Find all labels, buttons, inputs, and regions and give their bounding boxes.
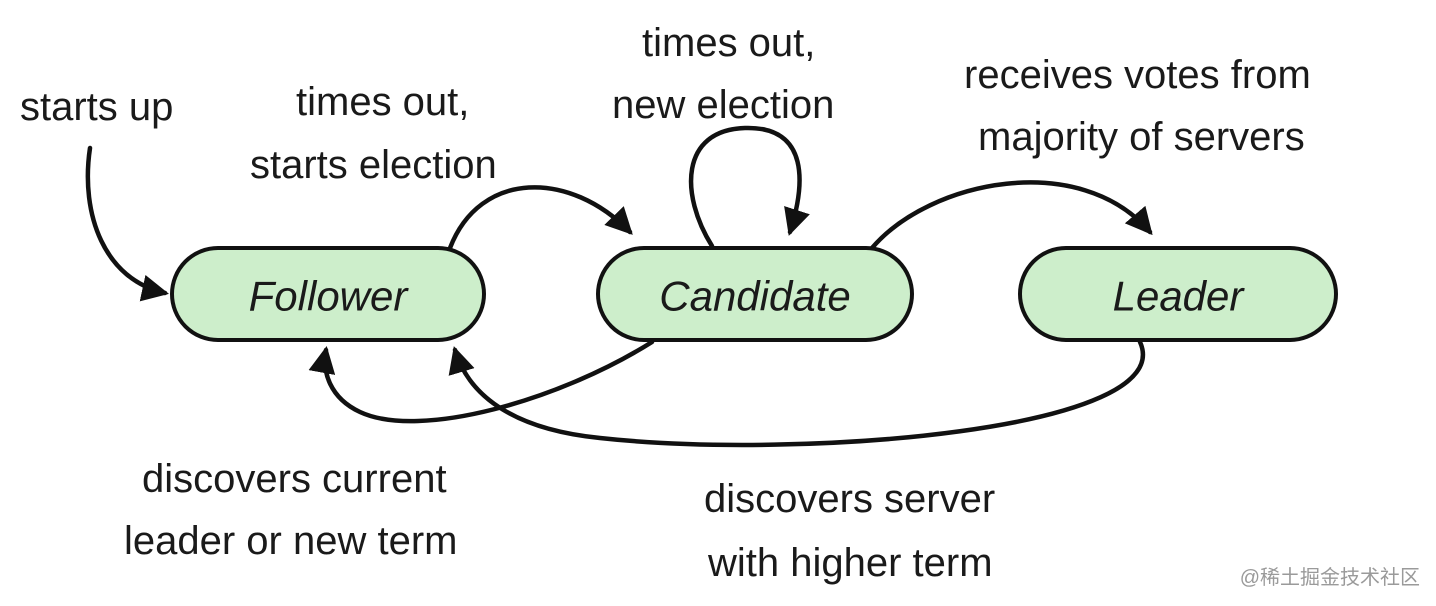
state-leader-label: Leader	[1113, 273, 1246, 320]
label-follower-times-out: times out, starts election	[250, 80, 497, 187]
edge-candidate-to-follower	[308, 339, 655, 424]
label-discovers-current-leader-line-1: discovers current	[142, 457, 447, 501]
state-candidate-label: Candidate	[659, 273, 850, 320]
edge-candidate-self-loop	[688, 125, 810, 249]
state-follower-label: Follower	[249, 273, 410, 320]
label-receives-votes: receives votes from majority of servers	[964, 53, 1311, 159]
state-candidate: Candidate	[596, 246, 914, 342]
label-candidate-times-out-line-2: new election	[612, 83, 834, 127]
edge-follower-to-candidate	[447, 185, 633, 251]
label-candidate-times-out: times out, new election	[612, 21, 834, 127]
label-discovers-current-leader-line-2: leader or new term	[124, 519, 457, 563]
edge-starts-up	[85, 145, 169, 302]
edge-candidate-to-leader	[869, 180, 1153, 251]
label-discovers-current-leader: discovers current leader or new term	[124, 457, 457, 563]
label-receives-votes-line-2: majority of servers	[978, 115, 1305, 159]
label-discovers-higher-term-line-2: with higher term	[707, 541, 993, 585]
label-starts-up: starts up	[20, 85, 173, 129]
state-leader: Leader	[1018, 246, 1338, 342]
state-follower: Follower	[170, 246, 486, 342]
label-discovers-higher-term: discovers server with higher term	[704, 477, 995, 585]
label-receives-votes-line-1: receives votes from	[964, 53, 1311, 97]
label-candidate-times-out-line-1: times out,	[642, 21, 815, 65]
label-starts-up-line-1: starts up	[20, 85, 173, 129]
label-discovers-higher-term-line-1: discovers server	[704, 477, 995, 521]
watermark: @稀土掘金技术社区	[1240, 566, 1420, 589]
label-follower-times-out-line-2: starts election	[250, 143, 497, 187]
edge-leader-to-follower	[448, 339, 1145, 448]
label-follower-times-out-line-1: times out,	[296, 80, 469, 124]
